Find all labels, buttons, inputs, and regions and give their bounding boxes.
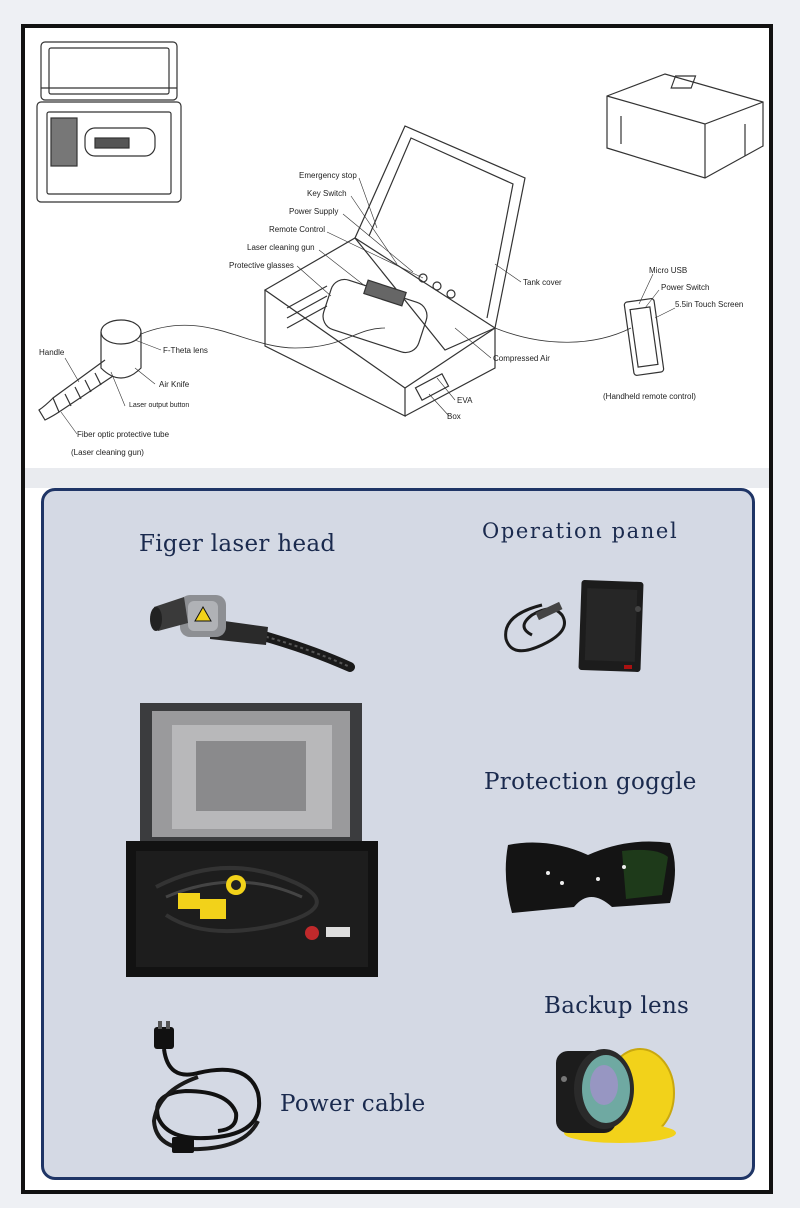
label-f-theta-lens: F-Theta lens (163, 346, 208, 355)
case-kit-image (126, 703, 378, 977)
title-laser-head: Figer laser head (139, 531, 336, 557)
label-remote-caption: (Handheld remote control) (603, 392, 696, 401)
label-remote-control: Remote Control (269, 225, 326, 234)
cleaning-gun-drawing (38, 319, 142, 421)
label-protective-glasses: Protective glasses (229, 261, 294, 270)
closed-case-thumbnail (606, 73, 764, 179)
label-compressed-air: Compressed Air (493, 354, 550, 363)
laser-warning-icon (194, 605, 212, 622)
technical-diagram: Emergency stop Key Switch Power Supply R… (25, 28, 769, 468)
power-cable-image (151, 1021, 262, 1153)
title-operation-panel: Operation panel (482, 519, 679, 543)
title-power-cable: Power cable (280, 1091, 426, 1117)
label-key-switch: Key Switch (307, 189, 347, 198)
label-eva: EVA (457, 396, 473, 405)
open-case-thumbnail (36, 41, 182, 203)
parts-panel: Figer laser head Operation panel (41, 488, 755, 1180)
label-tank-cover: Tank cover (523, 278, 562, 287)
label-power-supply: Power Supply (289, 207, 339, 216)
title-protection-goggle: Protection goggle (484, 769, 697, 795)
label-micro-usb: Micro USB (649, 266, 688, 275)
section-divider (25, 468, 769, 488)
label-handle: Handle (39, 348, 65, 357)
label-box: Box (447, 412, 461, 421)
main-case-drawing (263, 125, 526, 417)
label-emergency-stop: Emergency stop (299, 171, 357, 180)
goggle-image (505, 841, 675, 913)
label-gun-caption: (Laser cleaning gun) (71, 448, 144, 457)
diagram-drawing (36, 41, 764, 435)
title-backup-lens: Backup lens (544, 993, 690, 1019)
label-laser-cleaning-gun: Laser cleaning gun (247, 243, 315, 252)
label-power-switch: Power Switch (661, 283, 710, 292)
label-air-knife: Air Knife (159, 380, 190, 389)
product-frame: Emergency stop Key Switch Power Supply R… (21, 24, 773, 1194)
backup-lens-image (556, 1048, 676, 1143)
label-laser-output-button: Laser output button (129, 402, 190, 409)
label-fiber-optic-tube: Fiber optic protective tube (77, 430, 170, 439)
laser-head-image (150, 595, 355, 672)
label-touch-screen: 5.5in Touch Screen (675, 300, 744, 309)
operation-panel-image (504, 580, 644, 672)
remote-drawing (623, 298, 665, 376)
